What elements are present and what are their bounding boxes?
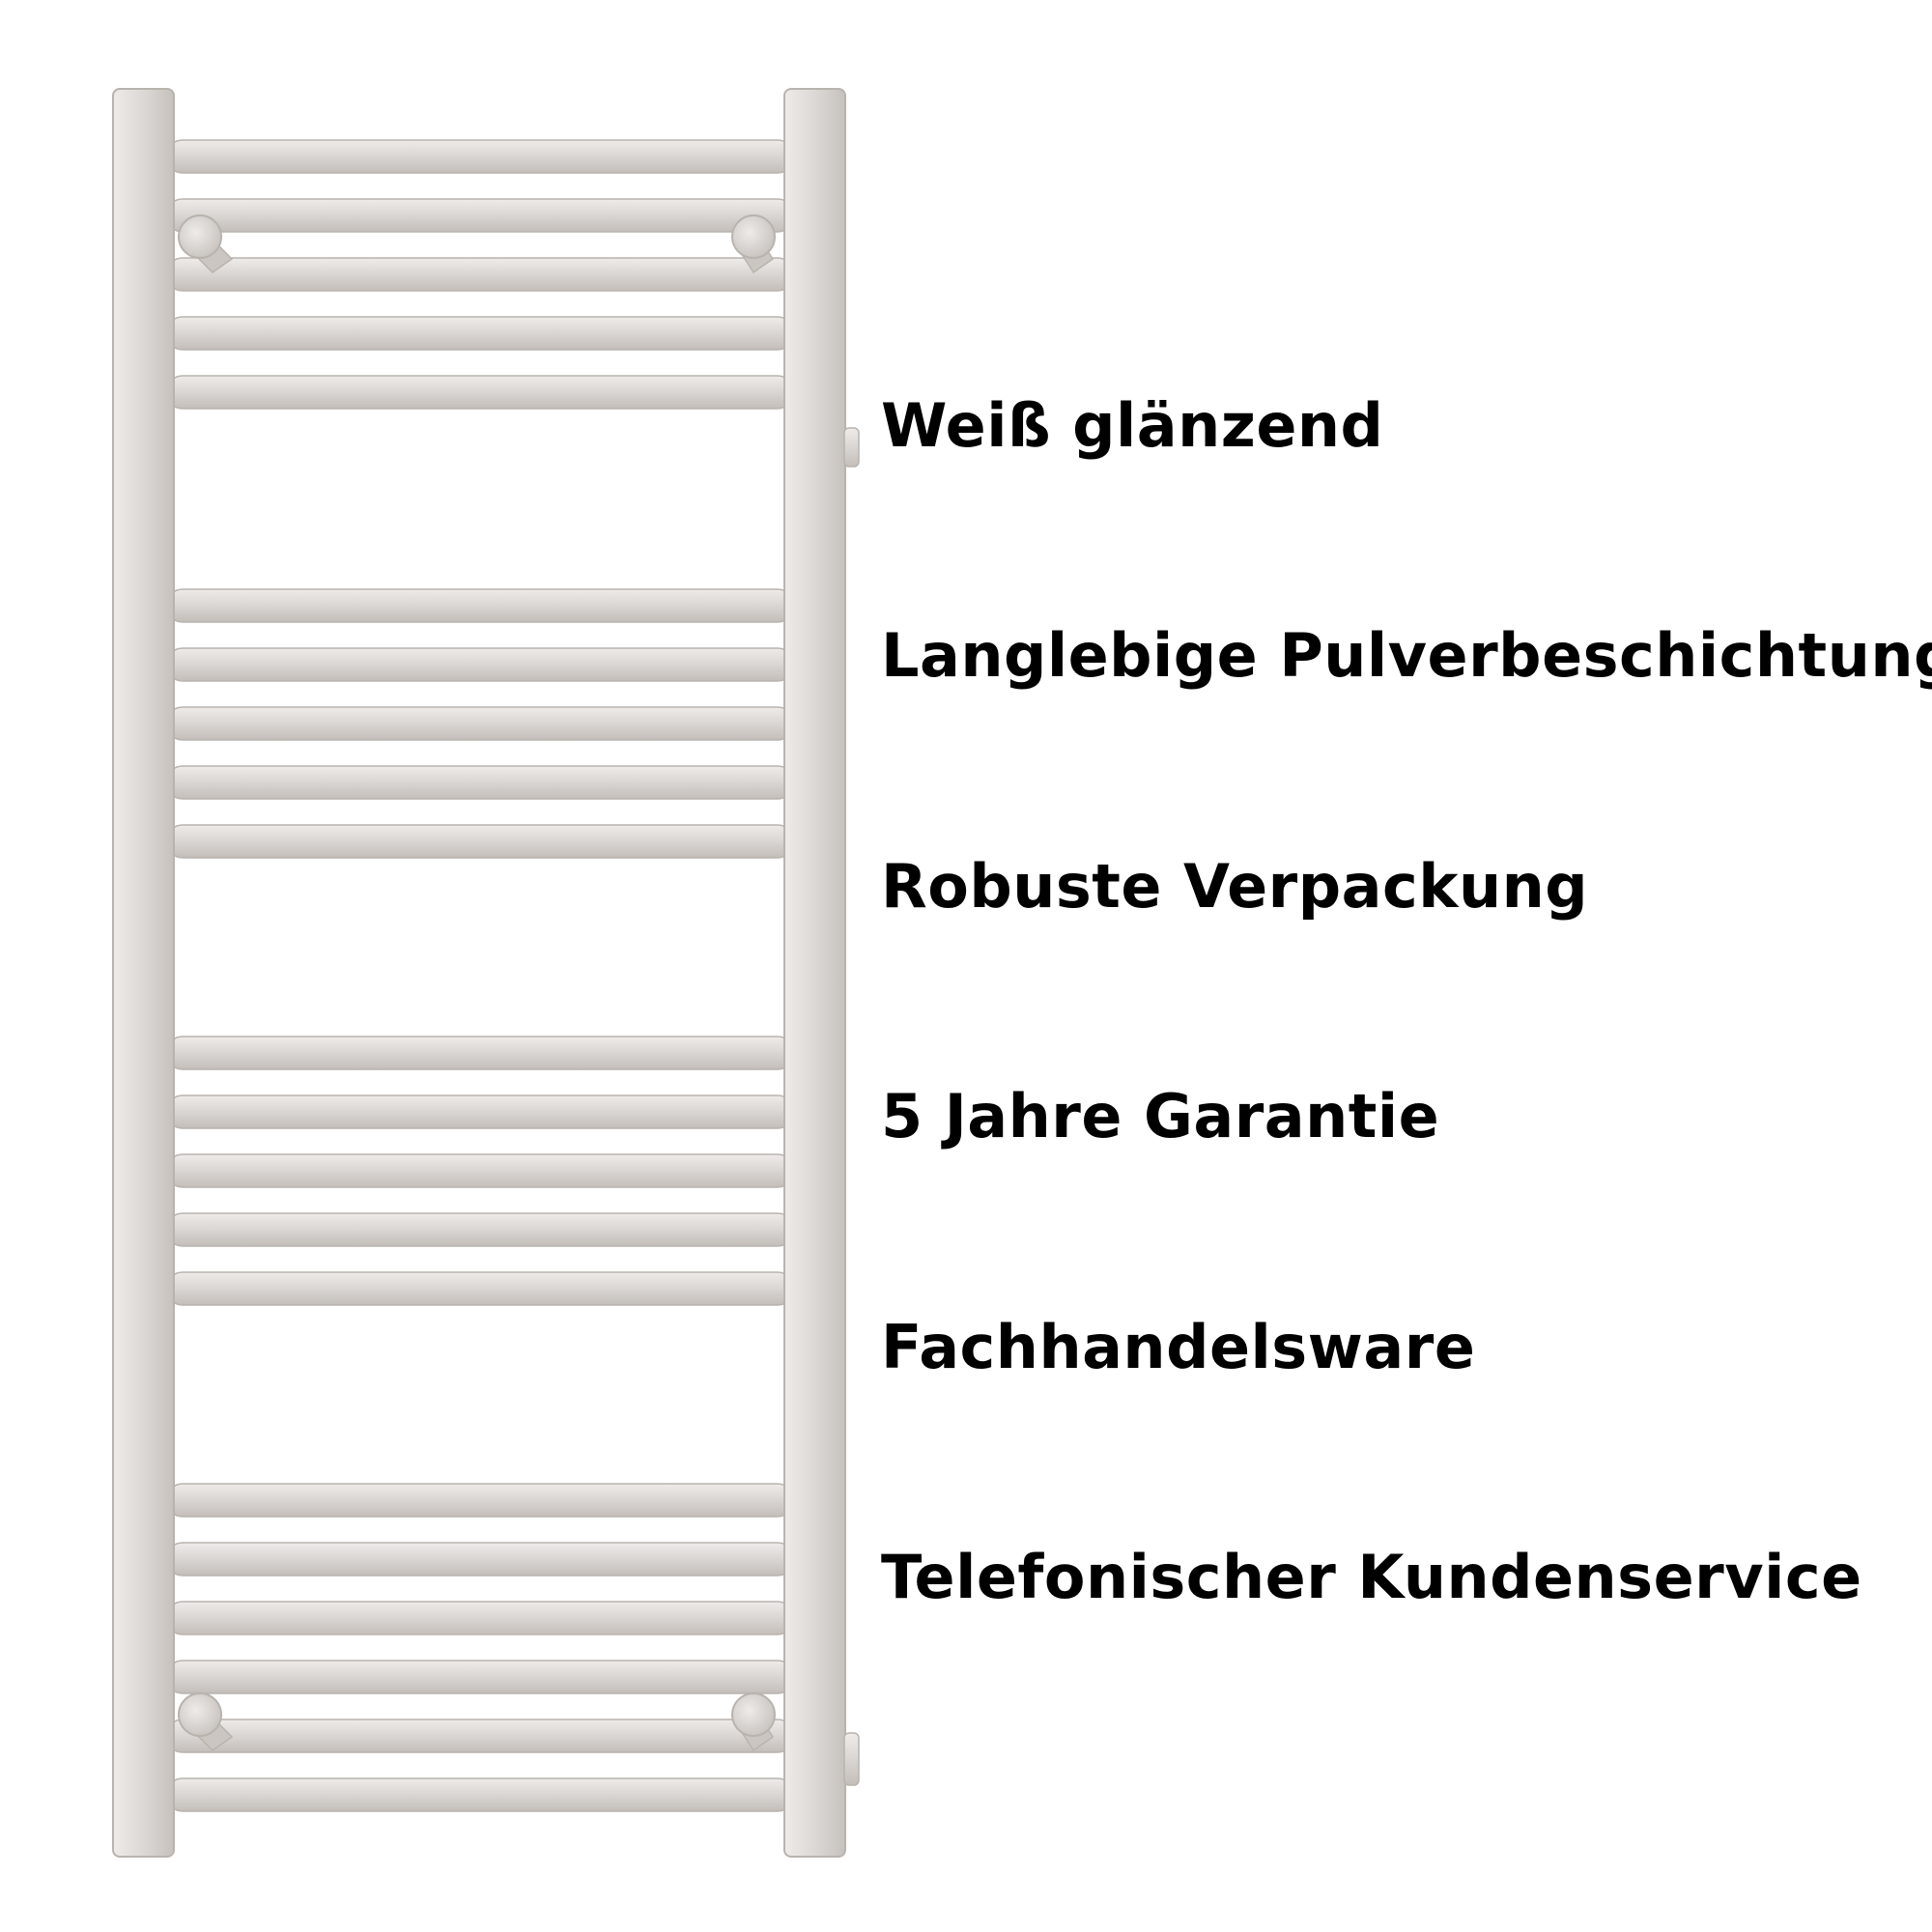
radiator-bar	[165, 257, 795, 292]
bar-group-bottom	[165, 1483, 795, 1812]
feature-customer-service: Telefonischer Kundenservice	[881, 1542, 1862, 1612]
towel-radiator-image	[112, 88, 860, 1858]
wall-mount-brackets	[178, 214, 776, 1752]
feature-trade-goods: Fachhandelsware	[881, 1312, 1476, 1382]
radiator-bar	[165, 139, 795, 174]
radiator-bar	[165, 647, 795, 682]
radiator-bar	[165, 1036, 795, 1070]
left-rail	[112, 88, 175, 1858]
right-rail	[783, 88, 846, 1858]
radiator-bar	[165, 588, 795, 623]
feature-finish: Weiß glänzend	[881, 390, 1384, 461]
radiator-bar	[165, 1777, 795, 1812]
radiator-bar	[165, 1483, 795, 1518]
radiator-bar	[165, 824, 795, 859]
wall-mount-knob	[731, 214, 776, 259]
bar-group-top	[165, 139, 795, 410]
radiator-bar	[165, 1212, 795, 1247]
upper-valve	[843, 427, 860, 468]
feature-coating: Langlebige Pulverbeschichtung	[881, 620, 1932, 691]
radiator-bar	[165, 1542, 795, 1577]
radiator-bar	[165, 1601, 795, 1635]
radiator-bar	[165, 1271, 795, 1306]
radiator-bar	[165, 198, 795, 233]
radiator-bar	[165, 375, 795, 410]
bar-group-upper-middle	[165, 588, 795, 859]
radiator-bar	[165, 1153, 795, 1188]
bar-group-lower-middle	[165, 1036, 795, 1306]
wall-mount-knob	[178, 214, 222, 259]
feature-warranty: 5 Jahre Garantie	[881, 1081, 1440, 1151]
radiator-bar	[165, 1660, 795, 1694]
wall-mount-knob	[178, 1692, 222, 1737]
radiator-bar	[165, 1719, 795, 1753]
radiator-bar	[165, 1094, 795, 1129]
feature-packaging: Robuste Verpackung	[881, 851, 1589, 922]
lower-valve	[843, 1732, 860, 1786]
radiator-bar	[165, 765, 795, 800]
radiator-bar	[165, 316, 795, 351]
wall-mount-knob	[731, 1692, 776, 1737]
radiator-bar	[165, 706, 795, 741]
